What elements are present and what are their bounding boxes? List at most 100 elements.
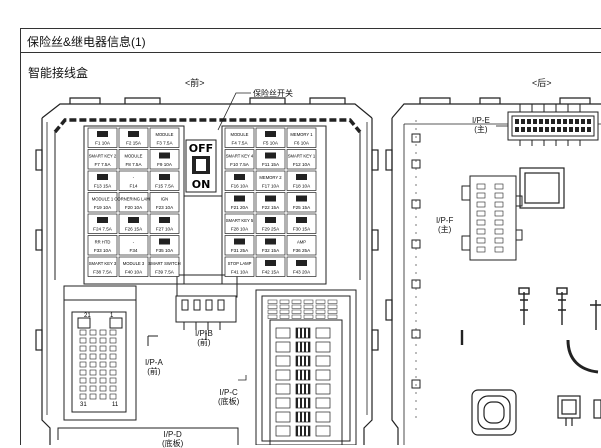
ipc-terminal xyxy=(315,341,331,353)
ipd-name: I/P-D xyxy=(163,430,182,439)
ipe-pin xyxy=(569,119,573,124)
left-fuse-name-18: SMART KEY 3 xyxy=(89,261,117,266)
ipf-pin xyxy=(476,183,486,190)
ipc-pin xyxy=(279,299,290,304)
right-fuse-symbol-1 xyxy=(265,131,276,137)
ipa-pin xyxy=(89,329,97,336)
ipf-pin xyxy=(476,201,486,208)
right-fuse-symbol-8 xyxy=(296,174,307,180)
right-fuse-name-18: STOP LAMP xyxy=(228,261,252,266)
ipf-pin xyxy=(476,210,486,217)
right-fuse-name-0: MODULE xyxy=(231,132,249,137)
left-fuse-8: F15 7.5A xyxy=(149,170,180,191)
ipc-pin xyxy=(303,299,314,304)
ipe-name: I/P-E xyxy=(472,116,490,125)
ipe-pin xyxy=(521,119,525,124)
left-fuse-rating-16: F34 xyxy=(130,248,138,253)
right-fuse-20: F43 20A xyxy=(286,256,317,277)
ipa-pin xyxy=(79,337,87,344)
front-housing xyxy=(35,97,379,445)
right-fuse-rating-14: F30 15A xyxy=(293,227,311,232)
ipc-pin xyxy=(267,314,278,319)
ipa-pin-1: 1 xyxy=(110,313,114,319)
rear-view-label: <后> xyxy=(532,78,552,88)
ipa-pin xyxy=(109,361,117,368)
ipc-pin xyxy=(327,314,338,319)
ipe-pin xyxy=(539,127,543,132)
ipe-pin xyxy=(533,119,537,124)
ipa-pin xyxy=(89,361,97,368)
right-fuse-rating-9: F21 20A xyxy=(231,205,249,210)
right-fuse-rating-8: F18 10A xyxy=(293,184,311,189)
right-fuse-rating-5: F12 10A xyxy=(293,162,311,167)
connector-ipc-pins xyxy=(267,299,338,437)
right-fuse-rating-10: F22 15A xyxy=(262,205,280,210)
page-title: 保险丝&继电器信息(1) xyxy=(27,35,146,49)
ipe-pin xyxy=(575,119,579,124)
ipa-pin xyxy=(99,329,107,336)
ipa-label: I/P-A (前) xyxy=(145,358,163,376)
ipa-pin xyxy=(109,377,117,384)
ipc-terminal xyxy=(315,327,331,339)
right-fuse-symbol-14 xyxy=(296,217,307,223)
left-fuse-rating-7: F14 xyxy=(130,184,138,189)
title-bar: 保险丝&继电器信息(1) xyxy=(20,28,601,52)
ipf-pin xyxy=(476,219,486,226)
ipc-terminal xyxy=(295,411,311,423)
ipc-pin xyxy=(267,299,278,304)
right-fuse-symbol-15 xyxy=(234,238,245,245)
left-fuse-rating-19: F40 10A xyxy=(125,270,143,275)
ipa-pin xyxy=(109,393,117,400)
right-fuse-8: F18 10A xyxy=(286,170,317,191)
ipf-sub: (主) xyxy=(438,225,452,234)
fuse-panel-frame xyxy=(83,125,327,298)
ipc-terminal xyxy=(295,341,311,353)
ipa-pin xyxy=(79,369,87,376)
left-fuse-17: F35 10A xyxy=(149,235,180,256)
ipa-pin xyxy=(89,385,97,392)
ipc-pin xyxy=(327,304,338,309)
ipc-terminal xyxy=(295,397,311,409)
ipa-pin xyxy=(109,353,117,360)
ipa-pin xyxy=(79,329,87,336)
ipa-pin xyxy=(89,369,97,376)
ipe-label: I/P-E (主) xyxy=(472,116,490,134)
ipc-terminal xyxy=(315,425,331,437)
ipc-sub: (底板) xyxy=(218,397,240,406)
ipc-pin xyxy=(291,309,302,314)
ipe-pin xyxy=(551,119,555,124)
left-fuse-3: SMART KEY 2F7 7.5A xyxy=(87,149,118,170)
ipa-pin xyxy=(109,345,117,352)
ipc-pin xyxy=(303,304,314,309)
connector-ipf-pins xyxy=(476,183,504,253)
ipc-terminal xyxy=(275,327,291,339)
left-fuse-rating-2: F3 7.5A xyxy=(156,141,173,146)
rear-clips xyxy=(518,287,601,330)
ipc-terminal xyxy=(275,425,291,437)
right-fuse-rating-2: F6 10A xyxy=(294,141,310,146)
left-fuse-rating-3: F7 7.5A xyxy=(94,162,111,167)
ipa-pin xyxy=(99,377,107,384)
ipc-terminal xyxy=(295,369,311,381)
ipe-pin xyxy=(545,119,549,124)
right-fuse-rating-15: F31 25A xyxy=(231,248,249,253)
right-fuse-rating-0: F4 7.5A xyxy=(231,141,248,146)
ipa-sub: (前) xyxy=(147,367,161,376)
ipf-pin xyxy=(494,192,504,199)
left-fuse-name-4: MODULE xyxy=(125,154,143,159)
left-fuse-symbol-5 xyxy=(159,152,170,159)
ipa-pin-11: 11 xyxy=(112,402,119,408)
right-fuse-rating-13: F29 25A xyxy=(262,227,280,232)
ipf-label: I/P-F (主) xyxy=(436,216,453,234)
right-fuse-name-7: MEMORY 2 xyxy=(259,175,282,180)
right-fuse-rating-16: F32 15A xyxy=(262,248,280,253)
left-fuse-name-15: RR HTD xyxy=(95,240,111,245)
right-fuse-13: F29 25A xyxy=(255,213,286,234)
